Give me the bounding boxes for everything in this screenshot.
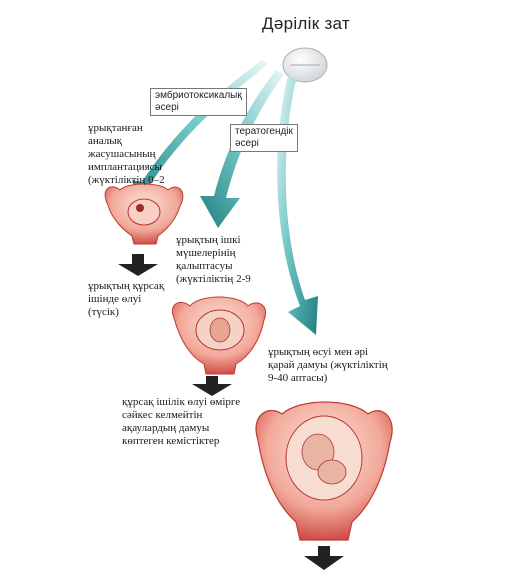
teratogenic-effect-box: тератогендік әсері — [230, 124, 298, 152]
uterus-illustration — [255, 401, 393, 541]
stage-1-outcome: ұрықтың құрсақ ішінде өлуі (түсік) — [88, 280, 164, 319]
box-line: тератогендік — [235, 126, 293, 137]
stage-2-outcome: құрсақ ішілік өлуі өмірге сәйкес келмейт… — [122, 396, 240, 448]
label-line: 9-40 аптасы) — [268, 372, 328, 384]
label-line: қалыптасуы — [176, 260, 233, 272]
label-line: ұрықтың өсуі мен әрі — [268, 346, 369, 358]
down-arrow-icon — [304, 546, 344, 570]
outcome-line: (түсік) — [88, 306, 119, 318]
uterus-illustration — [104, 183, 184, 245]
label-line: мүшелерінің — [176, 247, 236, 259]
down-arrow-icon — [192, 376, 232, 396]
outcome-line: ұрықтың құрсақ — [88, 280, 165, 292]
label-line: жасушасының — [88, 148, 156, 160]
label-line: аналық — [88, 135, 122, 147]
stage-3-label: ұрықтың өсуі мен әрі қарай дамуы (жүктіл… — [268, 346, 388, 385]
label-line: ұрықтың ішкі — [176, 234, 241, 246]
stage-1-label: ұрықтанған аналық жасушасының имплантаци… — [88, 122, 165, 187]
label-line: ұрықтанған — [88, 122, 143, 134]
box-line: әсері — [235, 138, 259, 149]
label-line: имплантациясы — [88, 161, 162, 173]
outcome-line: ішінде өлуі — [88, 293, 142, 305]
embryotoxic-effect-box: эмбриотоксикалық әсері — [150, 88, 247, 116]
outcome-line: көптеген кемістіктер — [122, 435, 220, 447]
diagram-title: Дәрілік зат — [262, 14, 351, 33]
outcome-line: құрсақ ішілік өлуі өмірге — [122, 396, 241, 408]
down-arrow-icon — [118, 254, 158, 276]
stage-2-label: ұрықтың ішкі мүшелерінің қалыптасуы (жүк… — [176, 234, 251, 286]
box-line: эмбриотоксикалық — [155, 90, 242, 101]
label-line: (жүктіліктің 0–2 — [88, 174, 165, 186]
pill-icon — [282, 47, 328, 83]
uterus-illustration — [172, 296, 266, 375]
outcome-line: ақаулардың дамуы — [122, 422, 210, 434]
box-line: әсері — [155, 102, 179, 113]
label-line: (жүктіліктің 2-9 — [176, 273, 251, 285]
teal-arrow-icon — [277, 76, 318, 335]
outcome-line: сәйкес келмейтін — [122, 409, 203, 421]
label-line: қарай дамуы (жүктіліктің — [268, 359, 388, 371]
